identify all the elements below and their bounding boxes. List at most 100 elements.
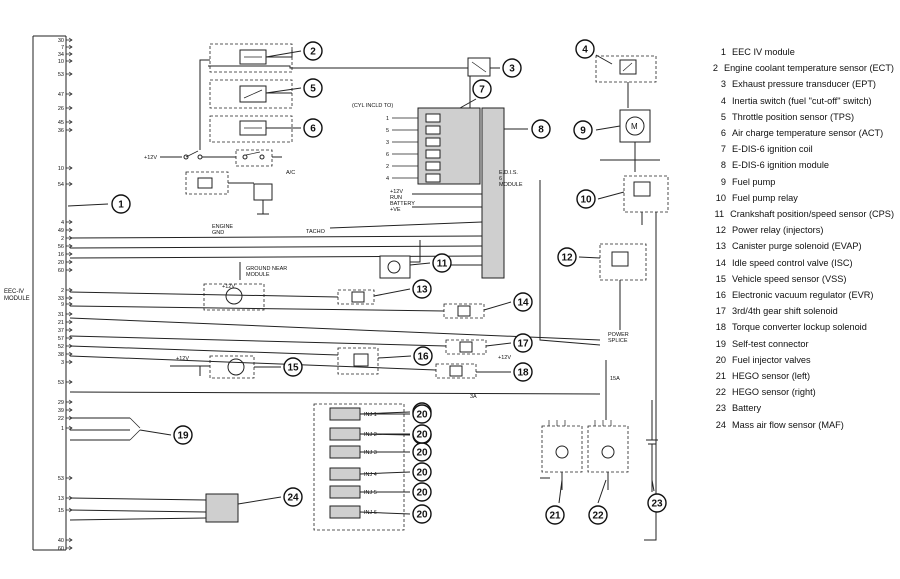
svg-text:14: 14 [517, 298, 529, 309]
pin-arrow [66, 301, 73, 307]
callout-19: 19 [173, 425, 193, 445]
cps-sensor: GROUND NEAR MODULE [239, 240, 421, 280]
svg-text:22: 22 [592, 511, 604, 522]
callout-leader [485, 342, 512, 347]
ecu-pin-label: 15 [58, 508, 64, 514]
ecu-pin-label: 53 [58, 380, 64, 386]
injector-label: INJ 6 [364, 510, 377, 516]
svg-text:23: 23 [651, 499, 663, 510]
svg-text:20: 20 [416, 448, 428, 459]
ecu-pin-label: 20 [58, 260, 64, 266]
callout-leader [359, 471, 411, 475]
pin-arrow [66, 379, 73, 385]
callout-15: 15 [283, 357, 303, 377]
legend-number: 17 [715, 306, 726, 317]
svg-text:20: 20 [416, 430, 428, 441]
ecu-pin-label: 54 [58, 182, 64, 188]
legend-text: Air charge temperature sensor (ACT) [732, 128, 884, 139]
legend-number: 2 [712, 63, 718, 74]
callout-9: 9 [573, 120, 593, 140]
legend-text: 3rd/4th gear shift solenoid [732, 306, 838, 317]
svg-text:RUN: RUN [390, 195, 402, 201]
callout-21: 21 [545, 505, 565, 525]
legend-text: Fuel pump [732, 176, 776, 187]
svg-text:20: 20 [416, 510, 428, 521]
svg-text:+12V: +12V [144, 155, 157, 161]
svg-text:6: 6 [310, 124, 316, 135]
module-label: EEC-IV MODULE [4, 289, 30, 302]
svg-text:5: 5 [310, 84, 316, 95]
callout-17: 17 [513, 333, 533, 353]
injector-label: INJ 2 [364, 432, 377, 438]
injector-label: INJ 1 [364, 412, 377, 418]
svg-text:POWER SPLICE: POWER SPLICE [608, 332, 630, 344]
pin-arrow [66, 37, 73, 43]
legend-text: Mass air flow sensor (MAF) [732, 419, 844, 430]
svg-text:15: 15 [287, 363, 299, 374]
coil-winding [425, 137, 441, 147]
ecu-pin-label: 34 [58, 52, 64, 58]
pin-arrow [66, 537, 73, 543]
callout-23: 23 [647, 493, 667, 513]
legend-item: 17 3rd/4th gear shift solenoid [704, 303, 894, 319]
svg-text:12: 12 [561, 253, 573, 264]
ecu-pin-label: 31 [58, 312, 64, 318]
pin-arrow [66, 259, 73, 265]
pin-arrow [66, 58, 73, 64]
callout-18: 18 [513, 362, 533, 382]
ecu-pin-label: 37 [58, 328, 64, 334]
svg-text:2: 2 [310, 47, 316, 58]
coil-pin-label: 3 [386, 140, 389, 146]
ecu-pin-label: 3 [61, 360, 64, 366]
legend-text: Throttle position sensor (TPS) [732, 111, 855, 122]
callout-leader [265, 87, 302, 94]
legend-number: 10 [715, 192, 726, 203]
pin-arrow [66, 545, 73, 551]
legend-text: Battery [732, 403, 762, 414]
callout-4: 4 [575, 39, 595, 59]
callout-7: 7 [472, 79, 492, 99]
callout-leader [409, 262, 431, 266]
ecu-pin-label: 53 [58, 72, 64, 78]
pin-arrow [66, 399, 73, 405]
pin-arrow [66, 91, 73, 97]
legend-number: 24 [715, 419, 726, 430]
callout-leader [597, 191, 625, 200]
svg-text:21: 21 [549, 511, 561, 522]
legend-text: Inertia switch (fuel "cut-off" switch) [732, 95, 872, 106]
callout-22: 22 [588, 505, 608, 525]
pin-arrow [66, 335, 73, 341]
legend-number: 9 [720, 176, 726, 187]
legend-number: 14 [715, 257, 726, 268]
pin-arrow [66, 351, 73, 357]
ecu-pin-label: 26 [58, 106, 64, 112]
legend-text: HEGO sensor (right) [732, 387, 816, 398]
svg-text:TACHO: TACHO [306, 229, 326, 235]
coil-winding [425, 113, 441, 123]
legend-text: Self-test connector [732, 338, 809, 349]
ecu-pin-label: 7 [61, 45, 64, 51]
ecu-pin-label: 38 [58, 352, 64, 358]
injector-valve [329, 467, 361, 481]
pin-arrow [66, 119, 73, 125]
callout-2: 2 [303, 41, 323, 61]
legend-text: Vehicle speed sensor (VSS) [732, 273, 847, 284]
ecu-pin-label: 29 [58, 400, 64, 406]
pin-arrow [66, 319, 73, 325]
coil-pin-label: 2 [386, 164, 389, 170]
injector-label: INJ 3 [364, 450, 377, 456]
callout-leader [483, 301, 512, 311]
pin-arrow [66, 251, 73, 257]
pin-arrow [66, 475, 73, 481]
callout-leader [265, 50, 302, 58]
callout-16: 16 [413, 346, 433, 366]
svg-text:+12V: +12V [222, 284, 235, 290]
callout-leader [139, 429, 172, 436]
coil-winding [425, 161, 441, 171]
